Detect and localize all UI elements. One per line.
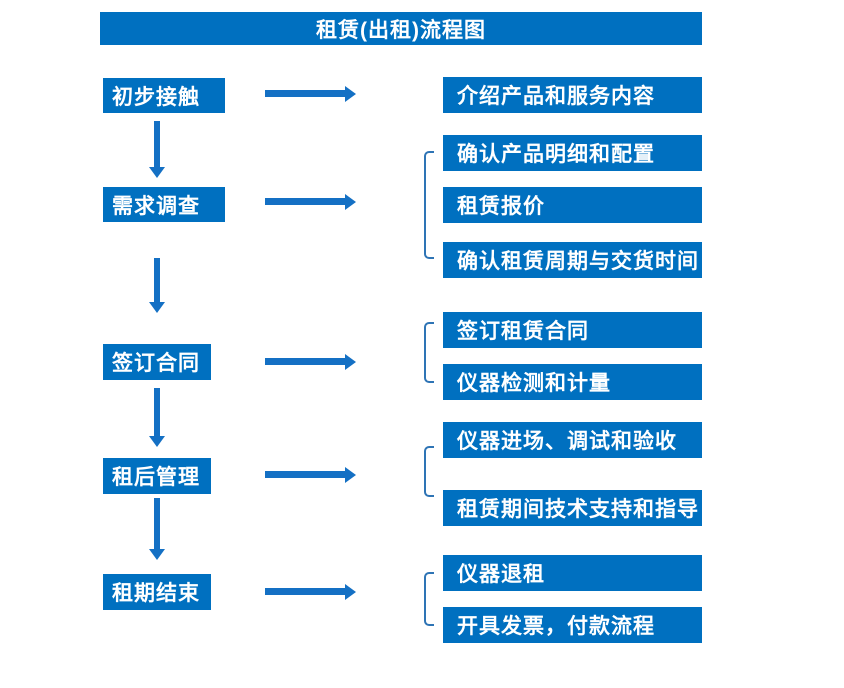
right-arrow-icon	[265, 583, 356, 600]
right-arrow-icon	[265, 353, 356, 370]
bracket-group-sign-contract	[424, 322, 434, 383]
right-arrow-icon	[265, 85, 356, 102]
detail-box-tech-support: 租赁期间技术支持和指导	[443, 490, 702, 526]
bracket-group-demand-survey	[424, 151, 434, 259]
stage-box-post-rental-mgmt: 租后管理	[103, 458, 211, 494]
down-arrow-icon	[149, 258, 165, 313]
detail-box-instrument-setup: 仪器进场、调试和验收	[443, 422, 702, 458]
detail-box-confirm-period: 确认租赁周期与交货时间	[443, 242, 702, 278]
detail-box-instrument-return: 仪器退租	[443, 555, 702, 591]
stage-box-lease-end: 租期结束	[103, 574, 211, 610]
bracket-group-lease-end	[424, 572, 434, 626]
right-arrow-icon	[265, 193, 356, 210]
stage-box-initial-contact: 初步接触	[103, 78, 225, 113]
detail-box-confirm-config: 确认产品明细和配置	[443, 135, 702, 171]
bracket-group-post-rental	[424, 446, 434, 497]
flowchart-title: 租赁(出租)流程图	[100, 12, 702, 45]
down-arrow-icon	[149, 498, 165, 560]
right-arrow-icon	[265, 466, 356, 483]
down-arrow-icon	[149, 121, 165, 178]
stage-box-demand-survey: 需求调查	[103, 187, 225, 222]
detail-box-invoice-payment: 开具发票，付款流程	[443, 607, 702, 643]
detail-box-instrument-testing: 仪器检测和计量	[443, 364, 702, 400]
stage-box-sign-contract: 签订合同	[103, 344, 211, 380]
detail-box-rental-quote: 租赁报价	[443, 187, 702, 223]
down-arrow-icon	[149, 388, 165, 447]
detail-box-sign-rental-contract: 签订租赁合同	[443, 312, 702, 348]
detail-box-intro-products: 介绍产品和服务内容	[443, 77, 702, 113]
